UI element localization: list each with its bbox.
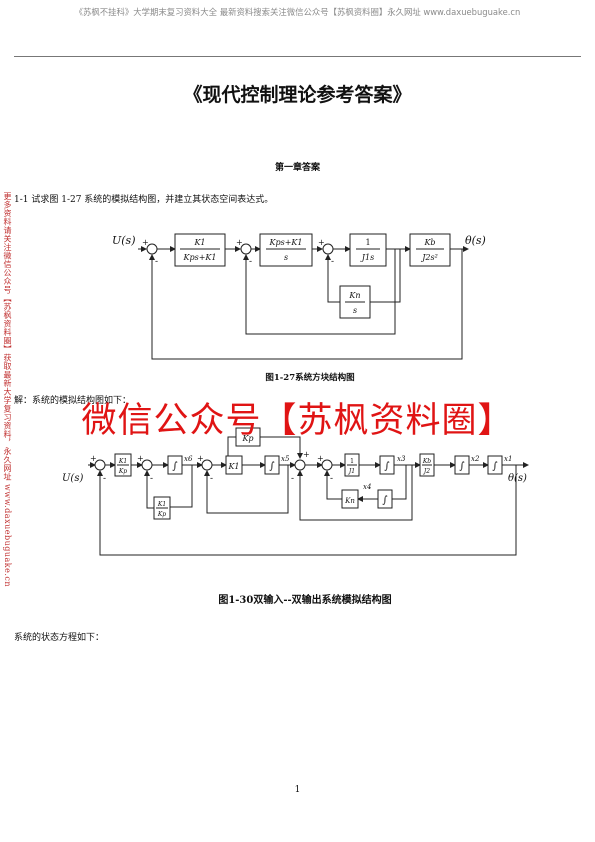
overlay-watermark: 微信公众号【苏枫资料圈】 (81, 401, 514, 441)
fig2-sign-minus-2: - (150, 474, 153, 484)
fig2-kp-top-label: Kp (241, 434, 253, 443)
state-x3-label: x3 (397, 455, 406, 463)
sign-plus-2: + (236, 238, 243, 247)
integral-sign-1: ∫ (172, 461, 177, 472)
fig2-kn-label: Kn (344, 497, 355, 505)
fig2-sign-minus-4: - (291, 474, 294, 484)
sign-plus-1: + (142, 238, 149, 247)
page-header: 《苏枫不挂科》大学期末复习资料大全 最新资料搜索关注微信公众号【苏枫资料圈】永久… (74, 7, 521, 17)
fig2-sign-plus-4: + (303, 450, 310, 459)
fig2-kb-den: J2 (422, 468, 430, 475)
fig2-sign-plus-5: + (317, 454, 324, 463)
block-pi-den: s (284, 253, 288, 262)
page-number: 1 (294, 785, 301, 795)
integral-sign-3: ∫ (384, 461, 389, 472)
block-k1-den: Kps+K1 (183, 253, 217, 262)
fig2-k1-label: K1 (227, 462, 239, 471)
state-equation-intro: 系统的状态方程如下： (14, 633, 105, 643)
fig2-k1-kp-num: K1 (118, 458, 127, 465)
fig2-sign-plus-1: + (90, 454, 97, 463)
chapter-heading: 第一章答案 (274, 163, 320, 173)
fig2-inv-num: 1 (350, 458, 354, 465)
block-kb-num: Kb (423, 238, 435, 247)
fig2-inv-den: J1 (347, 468, 355, 475)
fig2-kb-num: Kb (422, 458, 431, 465)
fig2-input-label: U(s) (62, 473, 83, 484)
solution-intro: 解：系统的模拟结构图如下： (14, 396, 132, 406)
figure-1-30-simulation-diagram: U(s) θ(s) Kp K1 Kp K1 K1 Kp 1 J1 Kb J2 K… (62, 427, 529, 606)
problem-statement: 1-1 试求图 1-27 系统的模拟结构图，并建立其状态空间表达式。 (14, 195, 274, 205)
state-x2-label: x2 (471, 455, 480, 463)
header-rule (14, 56, 581, 57)
sign-minus-3: - (331, 257, 334, 267)
block-j1-num: 1 (365, 238, 370, 247)
state-x5-label: x5 (281, 455, 290, 463)
side-watermark: 更多资料请关注微信公众号【苏枫资料圈】获取最新大学复习资料，永久网址 www.d… (3, 192, 12, 588)
block-pi (259, 233, 313, 267)
fig2-output-label: θ(s) (508, 473, 527, 484)
document-title: 《现代控制理论参考答案》 (183, 84, 412, 106)
fig2-fb-den: Kp (157, 511, 166, 518)
sign-minus-2: - (249, 257, 252, 267)
block-kb-den: J2s² (420, 253, 438, 262)
sign-minus-1: - (155, 257, 158, 267)
block-j1-den: J1s (360, 253, 374, 262)
block-kb-j2s2 (409, 233, 451, 267)
integral-sign-2: ∫ (269, 461, 274, 472)
figure-1-30-caption: 图1-30双输入--双输出系统模拟结构图 (218, 593, 391, 606)
figure-1-27-block-diagram: U(s) θ(s) + - + - + - K1 Kps+K1 Kps+K1 s… (112, 233, 486, 383)
sign-plus-3: + (318, 238, 325, 247)
fig2-sum-4 (294, 459, 306, 471)
fig1-output-label: θ(s) (465, 234, 486, 247)
fig2-sign-minus-1: - (103, 474, 106, 484)
state-x1-label: x1 (504, 455, 512, 463)
fig2-sign-plus-2: + (137, 454, 144, 463)
integral-sign-5: ∫ (492, 461, 497, 472)
fig2-sign-plus-3: + (197, 454, 204, 463)
integral-sign-4: ∫ (459, 461, 464, 472)
fig1-input-label: U(s) (112, 234, 136, 247)
integral-sign-kn: ∫ (382, 495, 387, 506)
block-kn-den: s (353, 306, 357, 315)
block-1-j1s (349, 233, 387, 267)
fig2-k1-kp-den: Kp (118, 468, 127, 475)
block-k1-num: K1 (193, 238, 205, 247)
fig2-fb-num: K1 (157, 501, 166, 508)
block-kn-num: Kn (348, 291, 360, 300)
state-x4-label: x4 (363, 483, 371, 491)
figure-1-27-caption: 图1-27系统方块结构图 (265, 372, 354, 383)
fig2-sign-minus-3: - (210, 474, 213, 484)
block-pi-num: Kps+K1 (269, 238, 303, 247)
block-k1 (174, 233, 226, 267)
fig2-sign-minus-5: - (330, 474, 333, 484)
state-x6-label: x6 (184, 455, 193, 463)
